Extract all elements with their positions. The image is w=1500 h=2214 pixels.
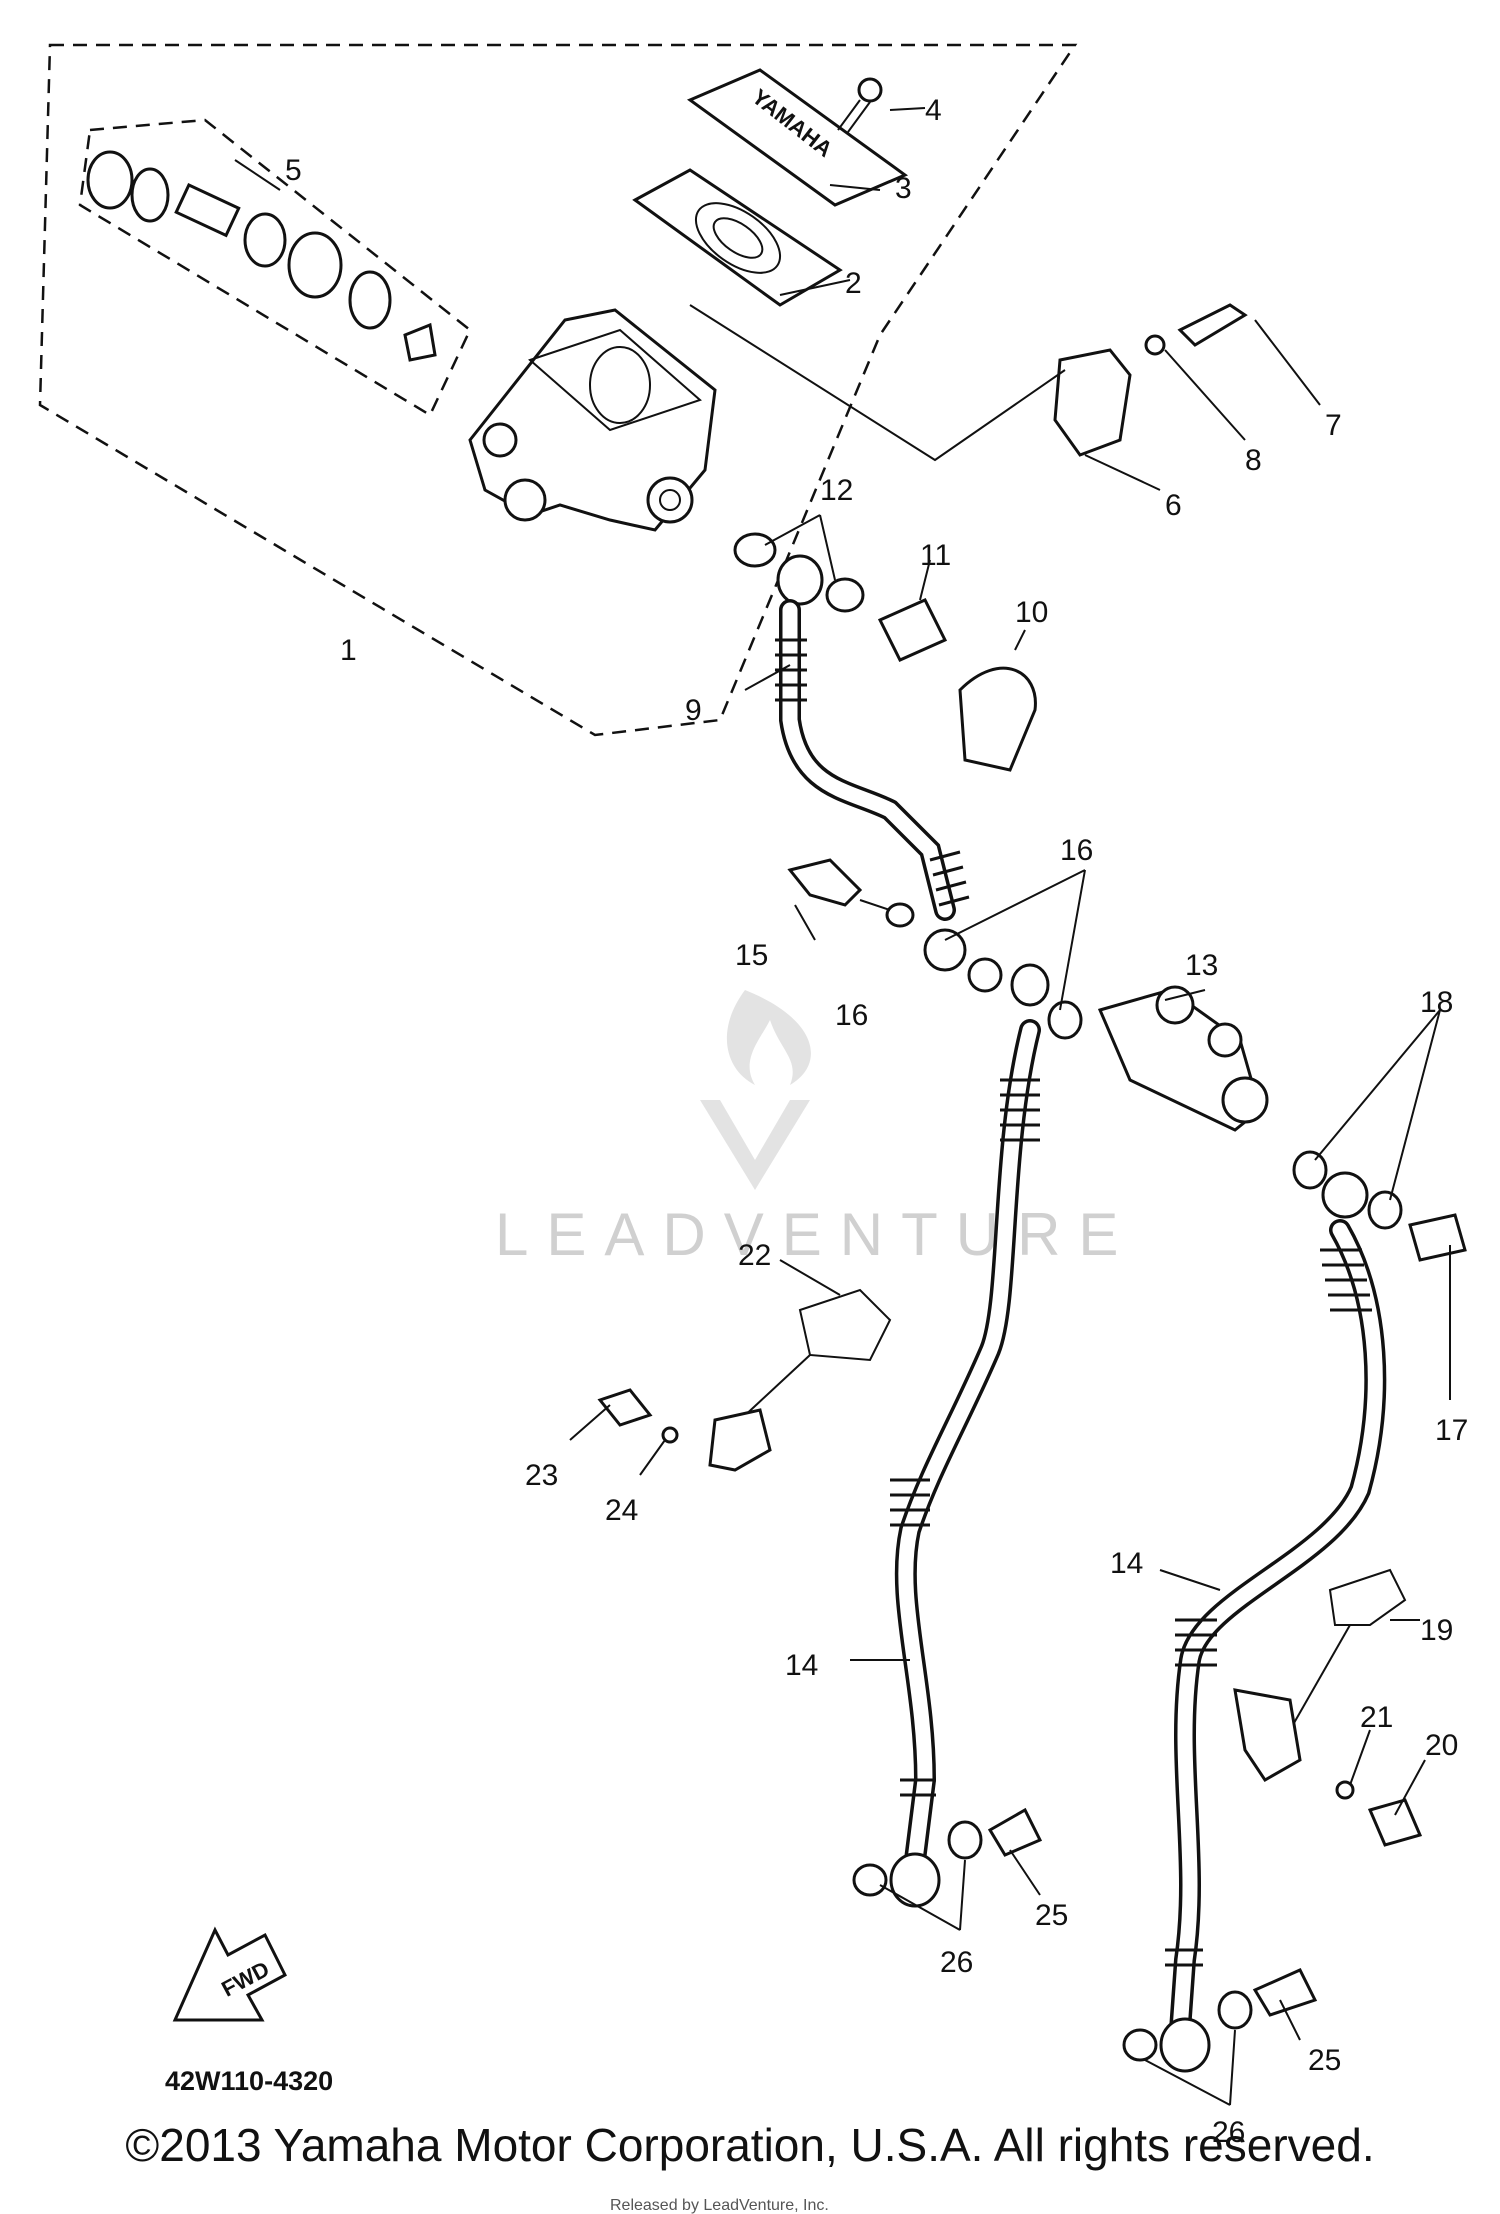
assembly-boundary-1 [38, 43, 1078, 737]
callout-26-right: 26 [1212, 2116, 1245, 2149]
left-brake-hose [889, 1019, 1041, 1908]
callout-10: 10 [1015, 596, 1048, 629]
callout-20: 20 [1425, 1729, 1458, 1762]
callout-19: 19 [1420, 1614, 1453, 1647]
callout-16-lower: 16 [835, 999, 868, 1032]
diaphragm [632, 168, 843, 307]
callout-14-right: 14 [1110, 1547, 1143, 1580]
callout-26-left: 26 [940, 1946, 973, 1979]
callout-labels: 1 2 3 4 5 6 7 8 9 10 11 12 13 14 14 15 1… [285, 94, 1468, 2149]
cap-screw [837, 77, 883, 133]
callout-25-right: 25 [1308, 2044, 1341, 2077]
callout-25-left: 25 [1035, 1899, 1068, 1932]
fwd-arrow-icon: FWD [172, 1926, 287, 2022]
callout-12: 12 [820, 474, 853, 507]
callout-13: 13 [1185, 949, 1218, 982]
master-cylinder-body [468, 308, 717, 532]
callout-22: 22 [738, 1239, 771, 1272]
footer-stamp: Released by LeadVenture, Inc. [610, 2197, 829, 2214]
callout-6: 6 [1165, 489, 1182, 522]
three-way-joint [1097, 985, 1269, 1132]
callout-8: 8 [1245, 444, 1262, 477]
callout-7: 7 [1325, 409, 1342, 442]
callout-21: 21 [1360, 1701, 1393, 1734]
right-brake-hose [1159, 1219, 1387, 2073]
left-hose-clip [597, 1288, 892, 1472]
callout-3: 3 [895, 172, 912, 205]
piston-kit [86, 150, 437, 362]
lower-right-fittings [1122, 1968, 1318, 2062]
callout-23: 23 [525, 1459, 558, 1492]
right-hose-clip [1233, 1568, 1423, 1847]
callout-1: 1 [340, 634, 357, 667]
callout-11: 11 [920, 539, 951, 572]
piston-kit-boundary-5 [78, 118, 472, 417]
callout-24: 24 [605, 1494, 638, 1527]
callout-15: 15 [735, 939, 768, 972]
copyright-notice: ©2013 Yamaha Motor Corporation, U.S.A. A… [125, 2119, 1375, 2171]
watermark-text: LEADVENTURE [495, 1201, 1136, 1268]
junction-banjo [787, 858, 1083, 1040]
callout-4: 4 [925, 94, 942, 127]
watermark-v-icon [700, 1100, 810, 1190]
callout-9: 9 [685, 694, 702, 727]
leader-lines [234, 107, 1451, 2106]
upper-banjo-joint [733, 532, 1037, 772]
right-banjo [1292, 1150, 1467, 1262]
callout-18: 18 [1420, 986, 1453, 1019]
callout-17: 17 [1435, 1414, 1468, 1447]
callout-16-upper: 16 [1060, 834, 1093, 867]
callout-14-left: 14 [785, 1649, 818, 1682]
callout-2: 2 [845, 267, 862, 300]
watermark-flame-icon [726, 990, 811, 1085]
lever-bracket [1053, 303, 1248, 457]
lower-left-fittings [852, 1807, 1043, 1897]
upper-brake-hose [775, 599, 970, 921]
callout-5: 5 [285, 154, 302, 187]
diagram-code: 42W110-4320 [165, 2066, 333, 2096]
